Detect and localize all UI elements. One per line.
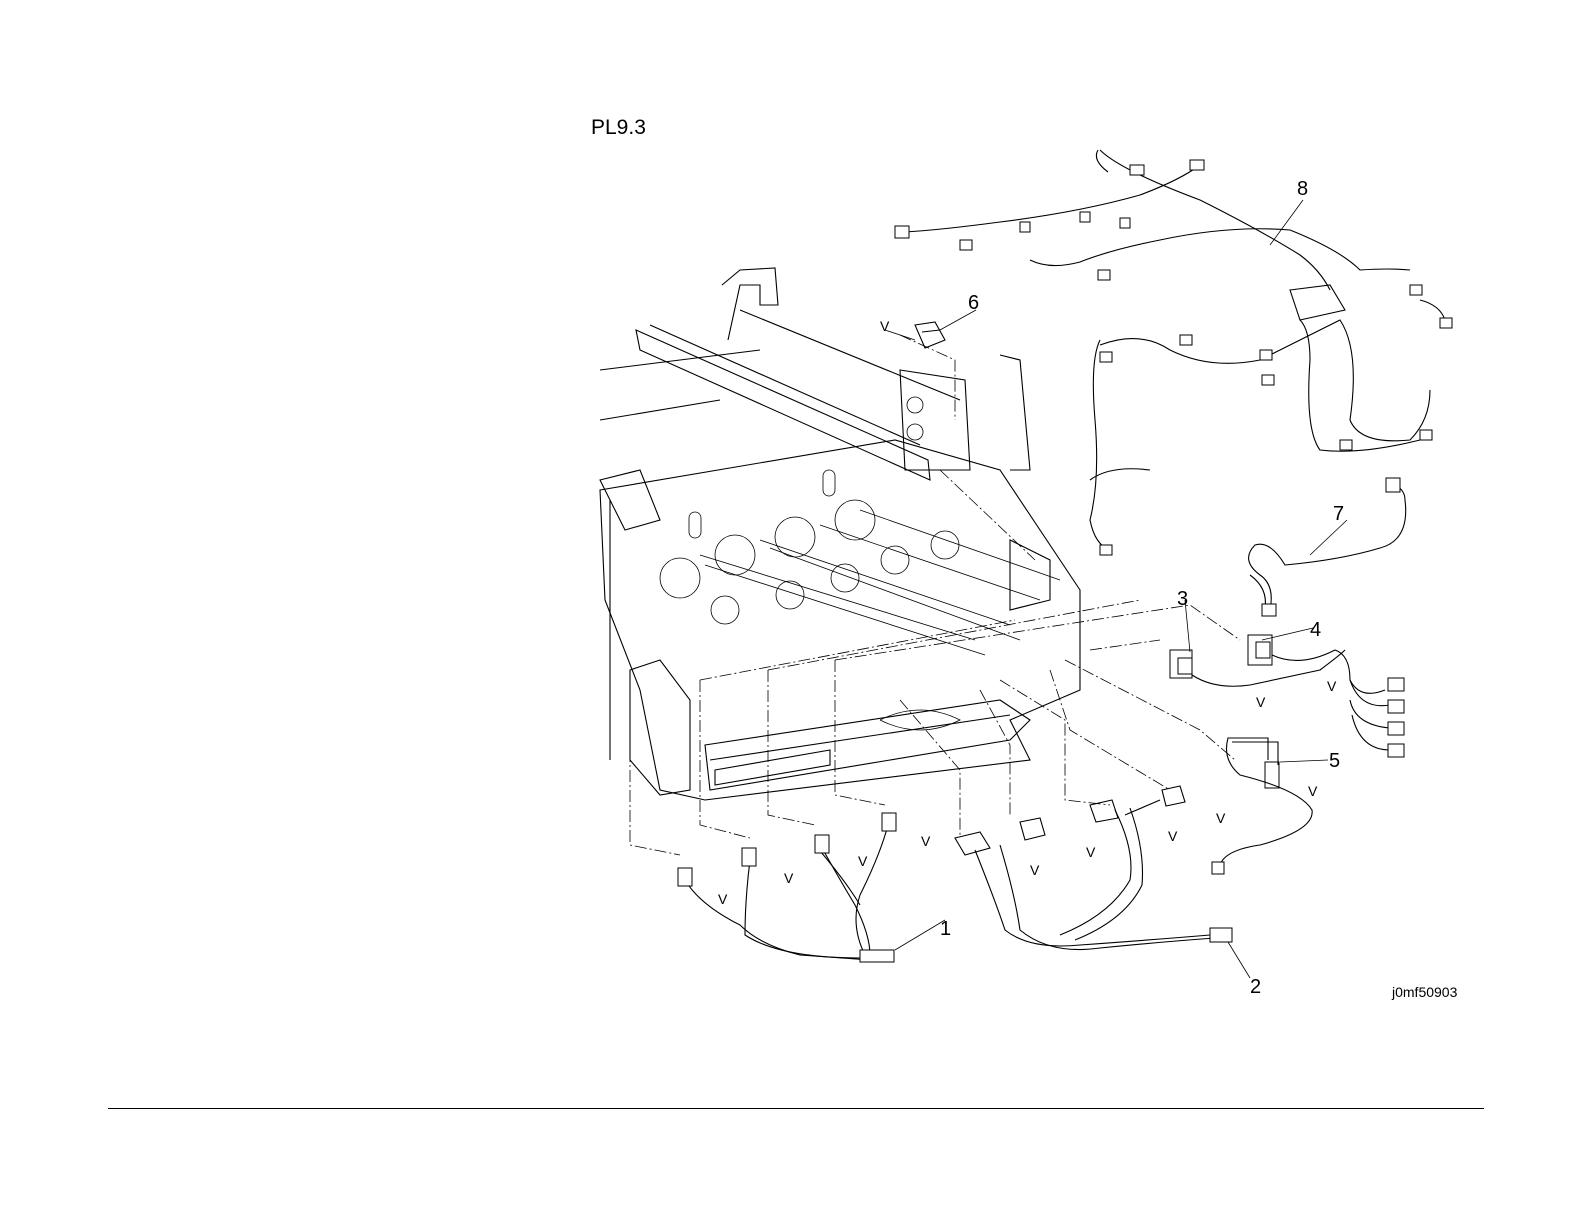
assembly-lines xyxy=(630,335,1240,855)
frame-assembly xyxy=(600,268,1080,800)
callout-7: 7 xyxy=(1333,503,1344,525)
callout-4: 4 xyxy=(1310,619,1321,641)
mount-marker: V xyxy=(784,870,794,886)
mount-marker: V xyxy=(921,833,931,849)
sensor-6 xyxy=(885,322,945,348)
callout-5: 5 xyxy=(1329,750,1340,772)
mount-marker: V xyxy=(1216,810,1226,826)
harness-2 xyxy=(955,786,1232,950)
callout-6: 6 xyxy=(968,292,979,314)
mount-marker: V xyxy=(880,318,890,334)
mount-markers: V V V V V V V V V V V V xyxy=(718,318,1337,907)
mount-marker: V xyxy=(1308,783,1318,799)
sensors-3-4 xyxy=(1170,635,1404,757)
mount-marker: V xyxy=(718,891,728,907)
callout-1: 1 xyxy=(940,918,951,940)
harness-1 xyxy=(678,813,896,962)
mount-marker: V xyxy=(1327,678,1337,694)
mount-marker: V xyxy=(858,853,868,869)
leader-lines xyxy=(895,200,1347,978)
callout-3: 3 xyxy=(1177,588,1188,610)
harness-8 xyxy=(895,150,1452,555)
mount-marker: V xyxy=(1168,828,1178,844)
mount-marker: V xyxy=(1256,694,1266,710)
callout-8: 8 xyxy=(1297,178,1308,200)
mount-marker: V xyxy=(1030,862,1040,878)
callout-2: 2 xyxy=(1250,976,1261,998)
sensor-5 xyxy=(1212,738,1312,874)
mount-marker: V xyxy=(1086,844,1096,860)
harness-7 xyxy=(1249,478,1406,616)
